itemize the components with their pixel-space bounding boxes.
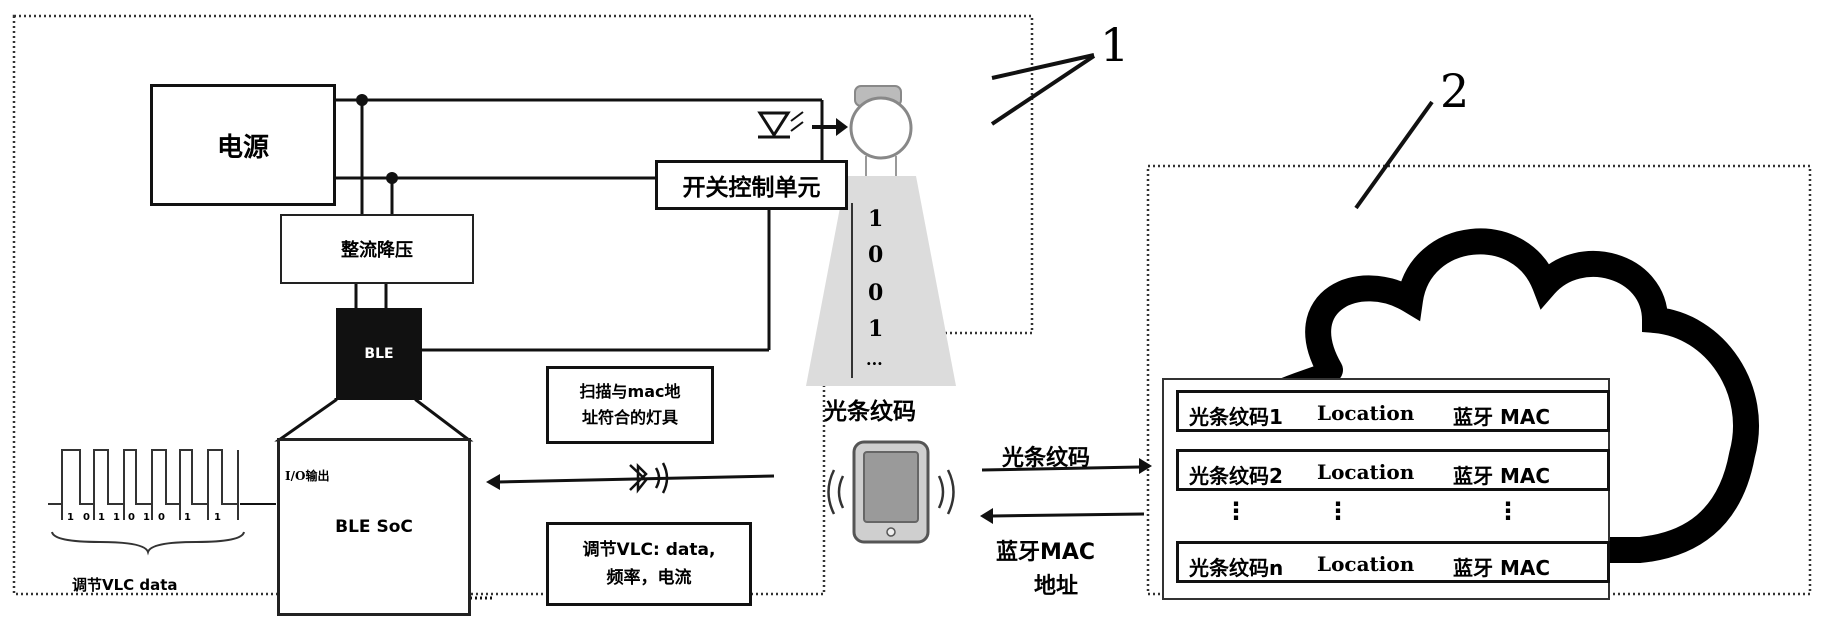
row-mac: 蓝牙 MAC <box>1453 464 1551 488</box>
waveform-bit: 1 <box>214 512 221 523</box>
light-caption: 光条纹码 <box>824 399 916 425</box>
power-block: 电源 <box>150 84 336 206</box>
code-bit: 1 <box>868 316 884 342</box>
junction-dot-2 <box>386 172 398 184</box>
row-location: Location <box>1317 401 1415 425</box>
smartphone-icon <box>827 440 955 544</box>
bluetooth-icon <box>629 462 669 494</box>
uplink-label: 光条纹码 <box>1002 446 1091 471</box>
waveform-bit: 0 <box>83 512 90 523</box>
switch-control-block: 开关控制单元 <box>655 160 848 210</box>
row-mac: 蓝牙 MAC <box>1453 556 1551 580</box>
adjust-note: 调节VLC: data, 频率，电流 <box>546 522 752 606</box>
table-row: 光条纹码2 Location 蓝牙 MAC <box>1176 449 1610 491</box>
rectifier-label: 整流降压 <box>341 240 413 261</box>
junction-dot-1 <box>356 94 368 106</box>
power-label: 电源 <box>216 132 269 163</box>
waveform-bit: 1 <box>67 512 74 523</box>
downlink-label-1: 蓝牙MAC <box>996 540 1096 565</box>
ble-soc-neck <box>274 398 474 442</box>
waveform-caption: 调节VLC data <box>72 576 178 594</box>
waveform-bit: 1 <box>184 512 191 523</box>
code-bit: 0 <box>868 280 884 306</box>
ble-soc-block: BLE SoC <box>277 438 471 616</box>
waveform-bit: 1 <box>143 512 150 523</box>
table-ellipsis: ⋮ <box>1224 497 1248 525</box>
vlc-waveform <box>48 449 245 556</box>
adjust-note-line: 频率，电流 <box>606 568 692 588</box>
waveform-bit: 0 <box>128 512 135 523</box>
table-ellipsis: ⋮ <box>1496 497 1520 525</box>
callout-1: 1 <box>1100 18 1130 72</box>
scan-note: 扫描与mac地 址符合的灯具 <box>546 366 714 444</box>
uplink-arrow <box>981 465 1141 472</box>
rectifier-block: 整流降压 <box>280 214 474 284</box>
switch-control-label: 开关控制单元 <box>682 175 821 201</box>
code-bit: 1 <box>868 206 884 232</box>
callout-2-leader <box>1354 100 1434 210</box>
row-mac: 蓝牙 MAC <box>1453 405 1551 429</box>
waveform-bit: 0 <box>158 512 165 523</box>
downlink-label-2: 地址 <box>1034 574 1079 599</box>
lamp-icon <box>849 85 913 178</box>
callout-2: 2 <box>1440 64 1470 118</box>
table-row: 光条纹码1 Location 蓝牙 MAC <box>1176 390 1610 432</box>
callout-1-leader <box>990 54 1096 126</box>
waveform-bit: 1 <box>98 512 105 523</box>
row-code: 光条纹码2 <box>1189 464 1283 488</box>
code-bit: 0 <box>868 242 884 268</box>
table-row: 光条纹码n Location 蓝牙 MAC <box>1176 541 1610 583</box>
row-location: Location <box>1317 460 1415 484</box>
waveform-bit: 1 <box>113 512 120 523</box>
cloud-icon <box>1305 228 1759 563</box>
phone-to-soc-arrow <box>497 474 775 484</box>
downlink-arrow <box>991 512 1145 518</box>
callout-1-line <box>991 53 1095 80</box>
ble-soc-label: BLE SoC <box>335 517 413 537</box>
adjust-note-line: 调节VLC: data, <box>582 540 716 560</box>
led-icon <box>757 111 804 139</box>
io-output-label: I/O输出 <box>285 469 330 483</box>
table-ellipsis: ⋮ <box>1326 497 1350 525</box>
row-code: 光条纹码n <box>1189 556 1284 580</box>
ble-label: BLE <box>364 346 394 362</box>
scan-note-line: 扫描与mac地 <box>579 382 681 401</box>
row-location: Location <box>1317 552 1415 576</box>
code-bit: ... <box>866 350 883 369</box>
ble-chip: BLE <box>336 308 422 400</box>
light-cone <box>806 176 956 386</box>
row-code: 光条纹码1 <box>1189 405 1283 429</box>
scan-note-line: 址符合的灯具 <box>581 408 678 427</box>
